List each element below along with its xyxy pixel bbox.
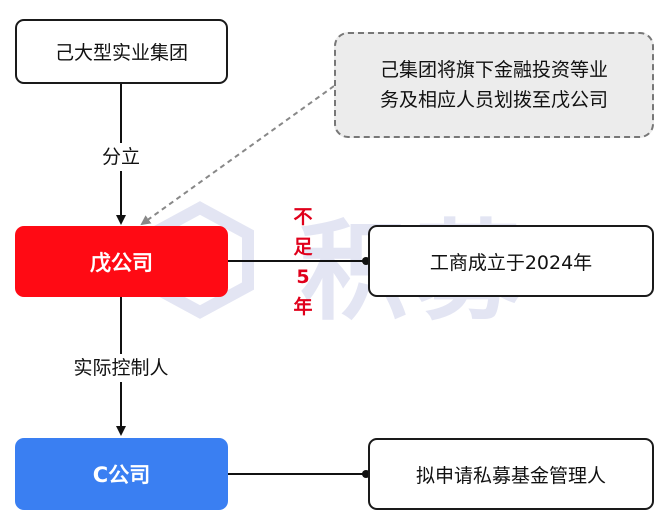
warning-char-4: 年 bbox=[293, 296, 313, 318]
warning-char-3: 5 bbox=[296, 266, 310, 288]
plan-box: 拟申请私募基金管理人 bbox=[368, 438, 654, 510]
note-line-2: 务及相应人员划拨至戊公司 bbox=[379, 89, 608, 111]
c-company-label: C公司 bbox=[92, 463, 151, 487]
c-company-box: C公司 bbox=[15, 438, 228, 510]
established-label: 工商成立于2024年 bbox=[429, 251, 593, 274]
warning-char-2: 足 bbox=[293, 236, 313, 258]
wu-company-label: 戊公司 bbox=[90, 250, 153, 275]
split-edge-label: 分立 bbox=[96, 143, 146, 171]
parent-group-box: 己大型实业集团 bbox=[15, 19, 228, 84]
warning-char-1: 不 bbox=[293, 206, 313, 228]
note-box: 己集团将旗下金融投资等业 务及相应人员划拨至戊公司 bbox=[334, 32, 654, 138]
wu-company-box: 戊公司 bbox=[15, 226, 228, 297]
parent-group-label: 己大型实业集团 bbox=[54, 42, 188, 64]
note-line-1: 己集团将旗下金融投资等业 bbox=[379, 59, 608, 81]
note-dashed-arrow bbox=[140, 85, 335, 226]
established-box: 工商成立于2024年 bbox=[368, 225, 654, 297]
plan-label: 拟申请私募基金管理人 bbox=[415, 464, 606, 487]
control-edge-label: 实际控制人 bbox=[56, 354, 186, 382]
